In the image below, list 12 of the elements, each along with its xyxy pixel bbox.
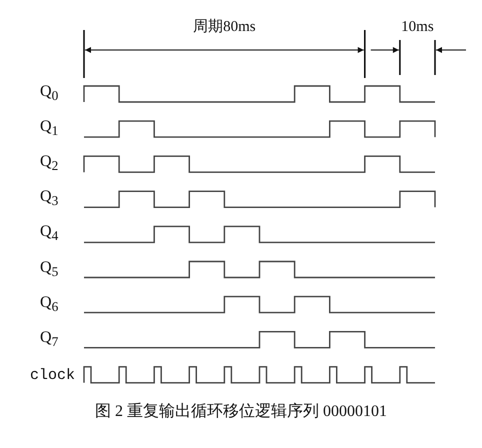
signal-label: Q$_{4}$ — [40, 224, 58, 243]
signal-label: Q$_{5}$ — [40, 260, 58, 278]
signal-label: clock — [30, 368, 76, 383]
signal-label: Q$_{0}$ — [40, 84, 58, 103]
signal-label: Q$_{7}$ — [40, 330, 58, 348]
caption: 图 2 重复输出循环移位逻辑序列 00000101 — [95, 404, 387, 420]
signal-label: Q$_{6}$ — [40, 294, 58, 314]
signal-label: Q$_{1}$ — [40, 119, 58, 138]
dimension-label: 周期80ms — [193, 20, 256, 35]
signal-label: Q$_{2}$ — [40, 154, 58, 173]
signal-label: Q$_{3}$ — [40, 189, 58, 208]
dimension-label: 10ms — [401, 20, 434, 35]
